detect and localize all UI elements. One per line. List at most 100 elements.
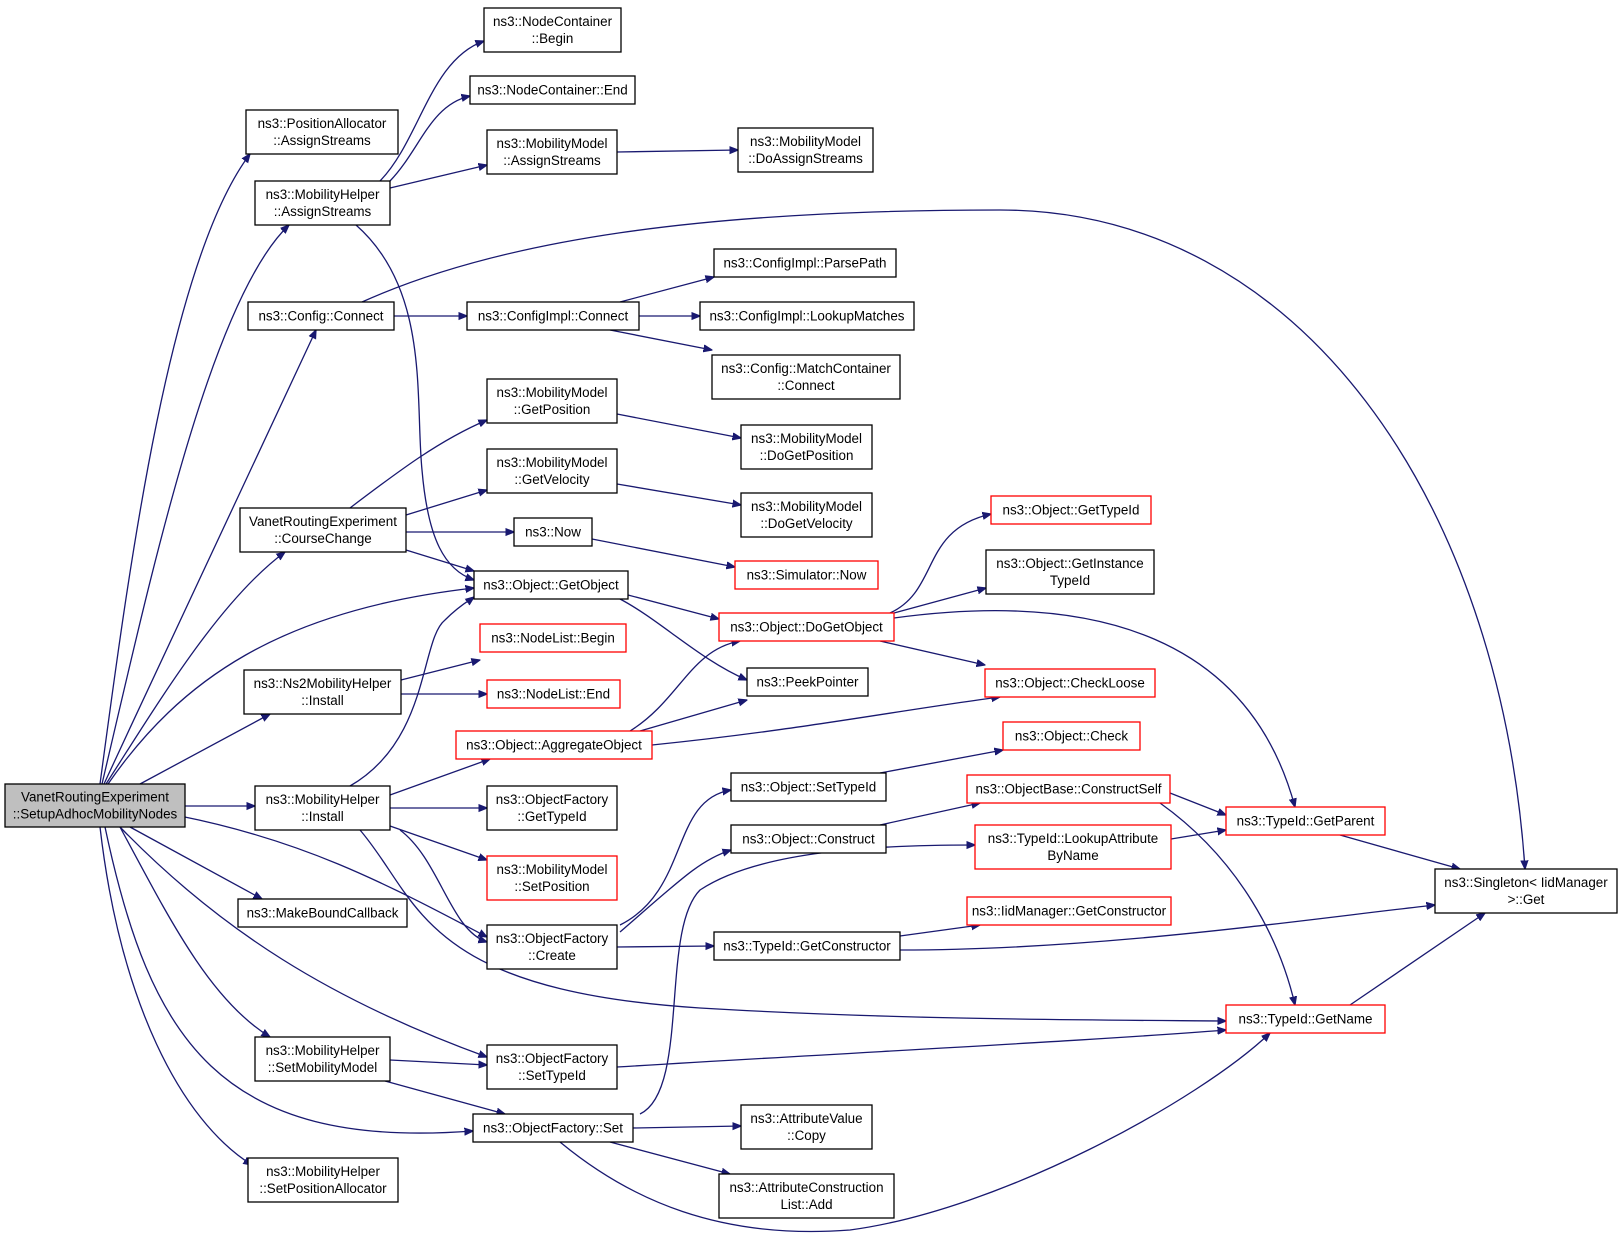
edge-root-to-ns2_install [139, 714, 270, 785]
node-mbc[interactable]: ns3::MakeBoundCallback [237, 898, 408, 928]
node-label: ns3::ObjectBase::ConstructSelf [975, 782, 1161, 797]
node-obj-cl[interactable]: ns3::Object::CheckLoose [984, 668, 1156, 698]
node-vre-cc[interactable]: VanetRoutingExperiment::CourseChange [239, 507, 407, 553]
node-label: ns3::MobilityModel [497, 385, 608, 400]
edge-root-to-of_create [179, 815, 487, 937]
node-ob-cs[interactable]: ns3::ObjectBase::ConstructSelf [966, 774, 1171, 804]
node-obj-construct[interactable]: ns3::Object::Construct [730, 824, 887, 854]
node-box [486, 924, 618, 970]
node-obj-sti[interactable]: ns3::Object::SetTypeId [730, 772, 887, 802]
node-obj-dgo[interactable]: ns3::Object::DoGetObject [718, 612, 895, 642]
node-ns2-install[interactable]: ns3::Ns2MobilityHelper::Install [243, 669, 402, 715]
node-box [711, 354, 901, 400]
node-label: ::Install [301, 693, 343, 708]
node-peek[interactable]: ns3::PeekPointer [746, 667, 869, 697]
edge-tid_lab-to-tid_gp [1170, 830, 1226, 840]
node-box [479, 623, 627, 653]
node-tid-gp[interactable]: ns3::TypeId::GetParent [1225, 806, 1386, 836]
node-label: ns3::NodeContainer [493, 14, 613, 29]
edge-tid_gp-to-singleton [1339, 834, 1460, 869]
node-label: ns3::MobilityHelper [266, 1043, 380, 1058]
node-label: ns3::Object::SetTypeId [741, 780, 876, 795]
node-label: ns3::PeekPointer [757, 675, 860, 690]
node-of-sti[interactable]: ns3::ObjectFactory::SetTypeId [486, 1044, 618, 1090]
node-mh-spa[interactable]: ns3::MobilityHelper::SetPositionAllocato… [247, 1157, 399, 1203]
node-of-set[interactable]: ns3::ObjectFactory::Set [472, 1113, 634, 1143]
node-label: ns3::Object::Check [1015, 729, 1128, 744]
node-now[interactable]: ns3::Now [513, 517, 593, 547]
node-obj-check[interactable]: ns3::Object::Check [1002, 721, 1141, 751]
edge-obj_ao-to-obj_dgo [629, 641, 740, 732]
edge-mh_install-to-mm_sp [389, 825, 487, 860]
node-tid-gc[interactable]: ns3::TypeId::GetConstructor [713, 931, 901, 961]
node-cfg-mc[interactable]: ns3::Config::MatchContainer::Connect [711, 354, 901, 400]
node-nc-end[interactable]: ns3::NodeContainer::End [469, 75, 636, 105]
node-root[interactable]: VanetRoutingExperiment::SetupAdhocMobili… [4, 783, 186, 828]
node-obj-go[interactable]: ns3::Object::GetObject [473, 570, 629, 600]
node-obj-ao[interactable]: ns3::Object::AggregateObject [455, 730, 653, 760]
node-label: ::GetVelocity [514, 472, 589, 487]
node-mh-install[interactable]: ns3::MobilityHelper::Install [254, 785, 391, 831]
node-label: ns3::MakeBoundCallback [247, 906, 399, 921]
node-mm-gv[interactable]: ns3::MobilityModel::GetVelocity [486, 448, 618, 494]
edge-of_create-to-obj_sti [619, 790, 731, 926]
node-nl-begin[interactable]: ns3::NodeList::Begin [479, 623, 627, 653]
node-box [740, 1104, 873, 1150]
node-cfg-lookup[interactable]: ns3::ConfigImpl::LookupMatches [699, 301, 915, 331]
node-of-gti[interactable]: ns3::ObjectFactory::GetTypeId [486, 785, 618, 831]
node-obj-gti[interactable]: ns3::Object::GetTypeId [990, 495, 1152, 525]
node-mm-sp[interactable]: ns3::MobilityModel::SetPosition [486, 855, 618, 901]
node-box [730, 772, 887, 802]
edge-obj_go-to-peek [619, 598, 747, 680]
node-label: ::Create [528, 948, 576, 963]
node-label: VanetRoutingExperiment [21, 790, 169, 805]
node-label: ns3::Ns2MobilityHelper [254, 676, 392, 691]
node-box [990, 495, 1152, 525]
node-label: List::Add [780, 1197, 832, 1212]
node-mh-smm[interactable]: ns3::MobilityHelper::SetMobilityModel [254, 1036, 391, 1082]
node-label: ns3::ConfigImpl::ParsePath [723, 256, 886, 271]
node-cfg-connect[interactable]: ns3::Config::Connect [247, 301, 395, 331]
node-of-create[interactable]: ns3::ObjectFactory::Create [486, 924, 618, 970]
node-label: ns3::MobilityHelper [266, 1164, 380, 1179]
edge-obj_sti-to-obj_check [879, 750, 1003, 774]
node-nl-end[interactable]: ns3::NodeList::End [486, 679, 621, 709]
edge-mm_gp-to-mm_dgp [616, 413, 741, 438]
node-pa-as[interactable]: ns3::PositionAllocator::AssignStreams [245, 109, 399, 155]
node-av-copy[interactable]: ns3::AttributeValue::Copy [740, 1104, 873, 1150]
node-mm-dgp[interactable]: ns3::MobilityModel::DoGetPosition [740, 424, 873, 470]
node-tid-gn[interactable]: ns3::TypeId::GetName [1225, 1004, 1386, 1034]
node-label: ns3::ObjectFactory [496, 931, 609, 946]
edge-root-to-pa_as [99, 154, 250, 785]
node-label: ns3::Object::GetInstance [996, 556, 1143, 571]
edge-root-to-obj_go [107, 588, 474, 785]
node-label: ns3::MobilityHelper [266, 792, 380, 807]
node-mm-gp[interactable]: ns3::MobilityModel::GetPosition [486, 378, 618, 424]
node-box [984, 668, 1156, 698]
node-mm-dgv[interactable]: ns3::MobilityModel::DoGetVelocity [740, 492, 873, 538]
node-label: ns3::TypeId::GetName [1239, 1012, 1373, 1027]
edge-of_set-to-tid_gn [559, 1033, 1270, 1233]
node-sim-now[interactable]: ns3::Simulator::Now [734, 560, 879, 590]
node-box [483, 7, 622, 53]
call-edges [99, 41, 1525, 1233]
node-box [486, 1044, 618, 1090]
node-nc-begin[interactable]: ns3::NodeContainer::Begin [483, 7, 622, 53]
node-mm-das[interactable]: ns3::MobilityModel::DoAssignStreams [737, 127, 874, 173]
node-cfg-parse[interactable]: ns3::ConfigImpl::ParsePath [713, 248, 897, 278]
node-mh-as[interactable]: ns3::MobilityHelper::AssignStreams [254, 180, 391, 226]
node-box [473, 570, 629, 600]
node-iid-gc[interactable]: ns3::IidManager::GetConstructor [966, 896, 1172, 926]
edge-root-to-cfg_connect [103, 330, 316, 785]
node-label: ns3::ObjectFactory [496, 792, 609, 807]
node-label: ns3::ConfigImpl::LookupMatches [709, 309, 904, 324]
node-box [1225, 1004, 1386, 1034]
edge-mh_install-to-tid_gn [359, 829, 1226, 1021]
node-cfgimpl-connect[interactable]: ns3::ConfigImpl::Connect [466, 301, 640, 331]
node-singleton[interactable]: ns3::Singleton< IidManager>::Get [1434, 868, 1618, 914]
edge-of_set-to-acl_add [609, 1141, 730, 1174]
node-mm-as[interactable]: ns3::MobilityModel::AssignStreams [486, 129, 618, 175]
